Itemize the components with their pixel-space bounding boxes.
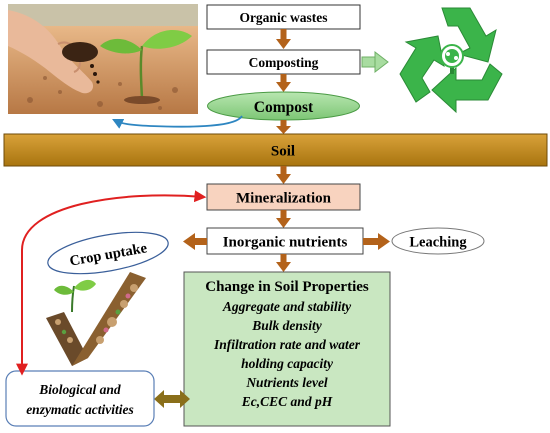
organic-wastes-label: Organic wastes — [239, 10, 327, 25]
arrow-compost-to-soil-photo — [112, 115, 243, 129]
inorganic-nutrients-box: Inorganic nutrients — [206, 227, 364, 255]
arrow-biological-to-mineralization — [16, 190, 207, 376]
soil-label: Soil — [271, 144, 295, 160]
compost-label: Compost — [254, 99, 314, 116]
property-ec-cec-ph: Ec,CEC and pH — [241, 394, 333, 409]
organic-wastes-box: Organic wastes — [206, 4, 361, 30]
arrow-mineralization-to-nutrients — [276, 210, 291, 228]
arrow-compost-to-soil — [276, 120, 291, 134]
property-bulk-density: Bulk density — [251, 318, 322, 333]
composting-box: Composting — [206, 49, 361, 75]
arrow-nutrients-to-leaching — [363, 233, 390, 250]
compost-oval: Compost — [207, 91, 360, 121]
property-infiltration: Infiltration rate and water — [213, 337, 361, 352]
arrow-wastes-to-composting — [276, 29, 291, 49]
soil-bar: Soil — [3, 133, 548, 167]
biological-label-line1: Biological and — [38, 382, 121, 397]
biological-label-line2: enzymatic activities — [26, 402, 134, 417]
compost-checkmark-plant-image — [46, 272, 146, 366]
inorganic-nutrients-label: Inorganic nutrients — [223, 235, 348, 251]
property-aggregate: Aggregate and stability — [222, 299, 352, 314]
soil-properties-title: Change in Soil Properties — [205, 279, 369, 295]
mineralization-box: Mineralization — [206, 183, 361, 211]
soil-properties-box: Change in Soil Properties Aggregate and … — [183, 271, 391, 427]
biological-activities-box: Biological and enzymatic activities — [5, 370, 155, 427]
crop-uptake-oval: Crop uptake — [47, 231, 169, 275]
arrow-soil-to-mineralization — [276, 166, 291, 184]
hands-soil-photo — [8, 4, 198, 114]
arrow-composting-to-recycle — [361, 50, 389, 74]
arrow-nutrients-to-properties — [276, 254, 291, 272]
arrow-nutrients-to-crop-uptake — [183, 233, 207, 250]
arrow-biological-properties-exchange — [154, 390, 190, 408]
composting-label: Composting — [249, 55, 319, 70]
recycle-tree-icon — [399, 7, 503, 114]
arrow-composting-to-compost — [276, 74, 291, 92]
property-nutrients-level: Nutrients level — [245, 375, 328, 390]
property-holding-capacity: holding capacity — [241, 356, 334, 371]
leaching-oval: Leaching — [391, 227, 485, 255]
mineralization-label: Mineralization — [236, 191, 332, 207]
leaching-label: Leaching — [409, 235, 467, 251]
